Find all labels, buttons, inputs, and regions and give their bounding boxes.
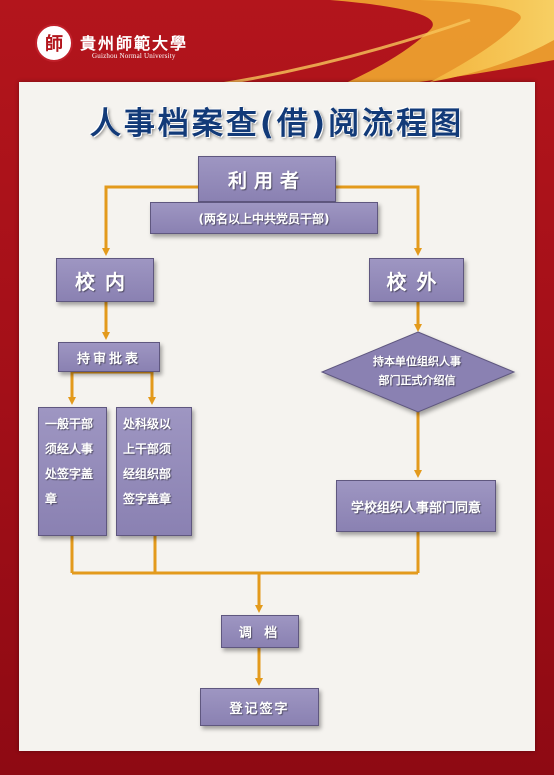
senior-line-1: 处科级以	[123, 417, 172, 431]
general-line-1: 一般干部	[45, 417, 94, 431]
general-line-3: 处签字盖	[45, 467, 94, 481]
node-department-approval: 学校组织人事部门同意	[336, 480, 496, 532]
node-internal: 校内	[56, 258, 154, 302]
letter-line-1: 持本单位组织人事	[373, 355, 461, 368]
page-title: 人事档案查(借)阅流程图	[89, 106, 465, 142]
node-introduction-letter: 持本单位组织人事 部门正式介绍信	[320, 352, 514, 390]
senior-line-2: 上干部须	[123, 442, 172, 456]
senior-line-3: 经组织部	[123, 467, 172, 481]
letter-diamond	[320, 331, 516, 413]
node-external: 校外	[369, 258, 464, 302]
node-user-note: (两名以上中共党员干部)	[150, 202, 378, 234]
university-logo-emblem: 師	[35, 24, 73, 62]
node-register-sign: 登记签字	[200, 688, 319, 726]
university-name: 貴州師範大學	[80, 34, 189, 53]
node-transfer-file: 调 档	[221, 615, 299, 648]
connector-user-to-external	[336, 185, 422, 256]
node-user: 利用者	[198, 156, 336, 202]
general-line-4: 章	[45, 492, 58, 506]
node-senior-cadre: 处科级以 上干部须 经组织部 签字盖章	[116, 407, 192, 536]
general-line-2: 须经人事	[45, 442, 94, 456]
university-english-name: Guizhou Normal University	[92, 52, 176, 60]
senior-line-4: 签字盖章	[123, 492, 172, 506]
node-approval-form: 持审批表	[58, 342, 160, 372]
letter-line-2: 部门正式介绍信	[378, 374, 456, 387]
node-general-cadre: 一般干部 须经人事 处签字盖 章	[38, 407, 107, 536]
connector-approval-split	[70, 370, 154, 401]
connector-user-to-internal	[102, 185, 198, 256]
